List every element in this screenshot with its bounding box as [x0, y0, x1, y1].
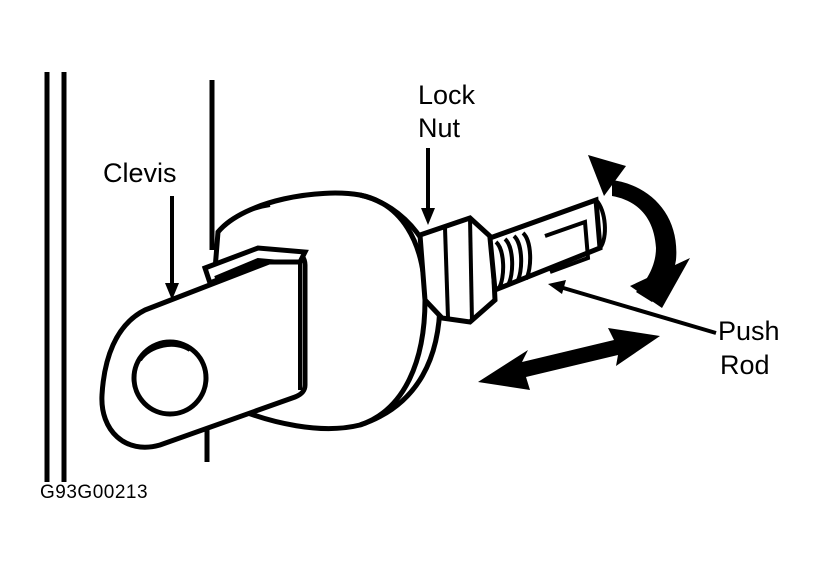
rotate-arrow-icon [588, 155, 690, 308]
push-pull-arrow-icon [478, 328, 660, 390]
push-rod [487, 196, 607, 294]
lock-nut-label-line1: Lock [418, 80, 476, 110]
push-rod-label-line2: Rod [720, 350, 770, 380]
panel-lines [44, 72, 215, 482]
callout-arrowheads [165, 208, 566, 300]
lock-nut [417, 215, 498, 325]
push-rod-label-line1: Push [718, 316, 780, 346]
figure-id: G93G00213 [40, 482, 149, 503]
clevis-label: Clevis [103, 158, 177, 188]
callout-lines [170, 148, 717, 335]
lock-nut-label-line2: Nut [418, 113, 461, 143]
clevis [99, 245, 309, 450]
